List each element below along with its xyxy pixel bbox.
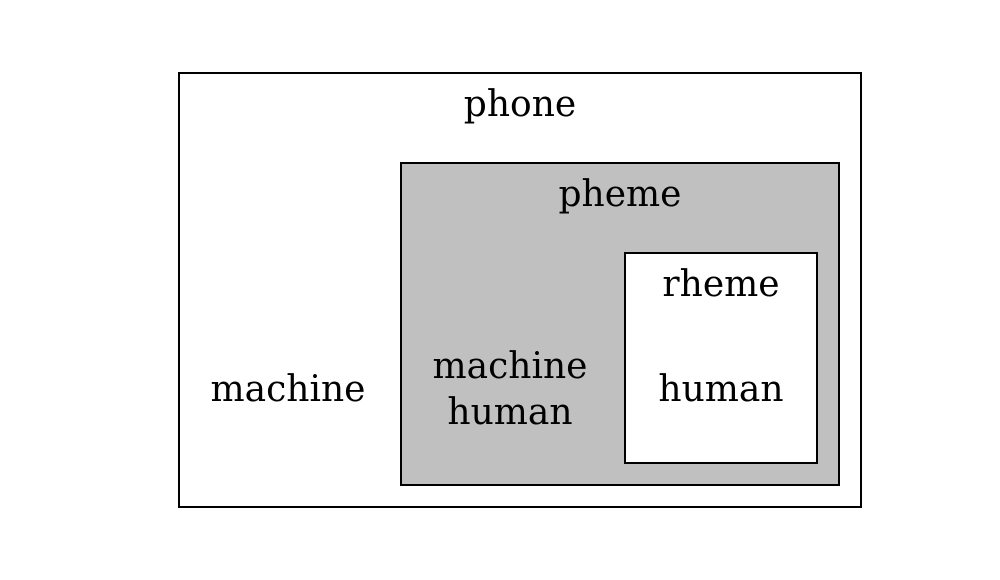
phone-title: phone (463, 84, 577, 125)
phone-content-label: machine (210, 369, 366, 410)
rheme-title: rheme (662, 264, 780, 305)
pheme-content-label: machine (432, 346, 588, 387)
pheme-content-label: human (447, 392, 573, 433)
pheme-title: pheme (558, 174, 682, 215)
rheme-box (624, 252, 818, 464)
rheme-content-label: human (658, 369, 784, 410)
